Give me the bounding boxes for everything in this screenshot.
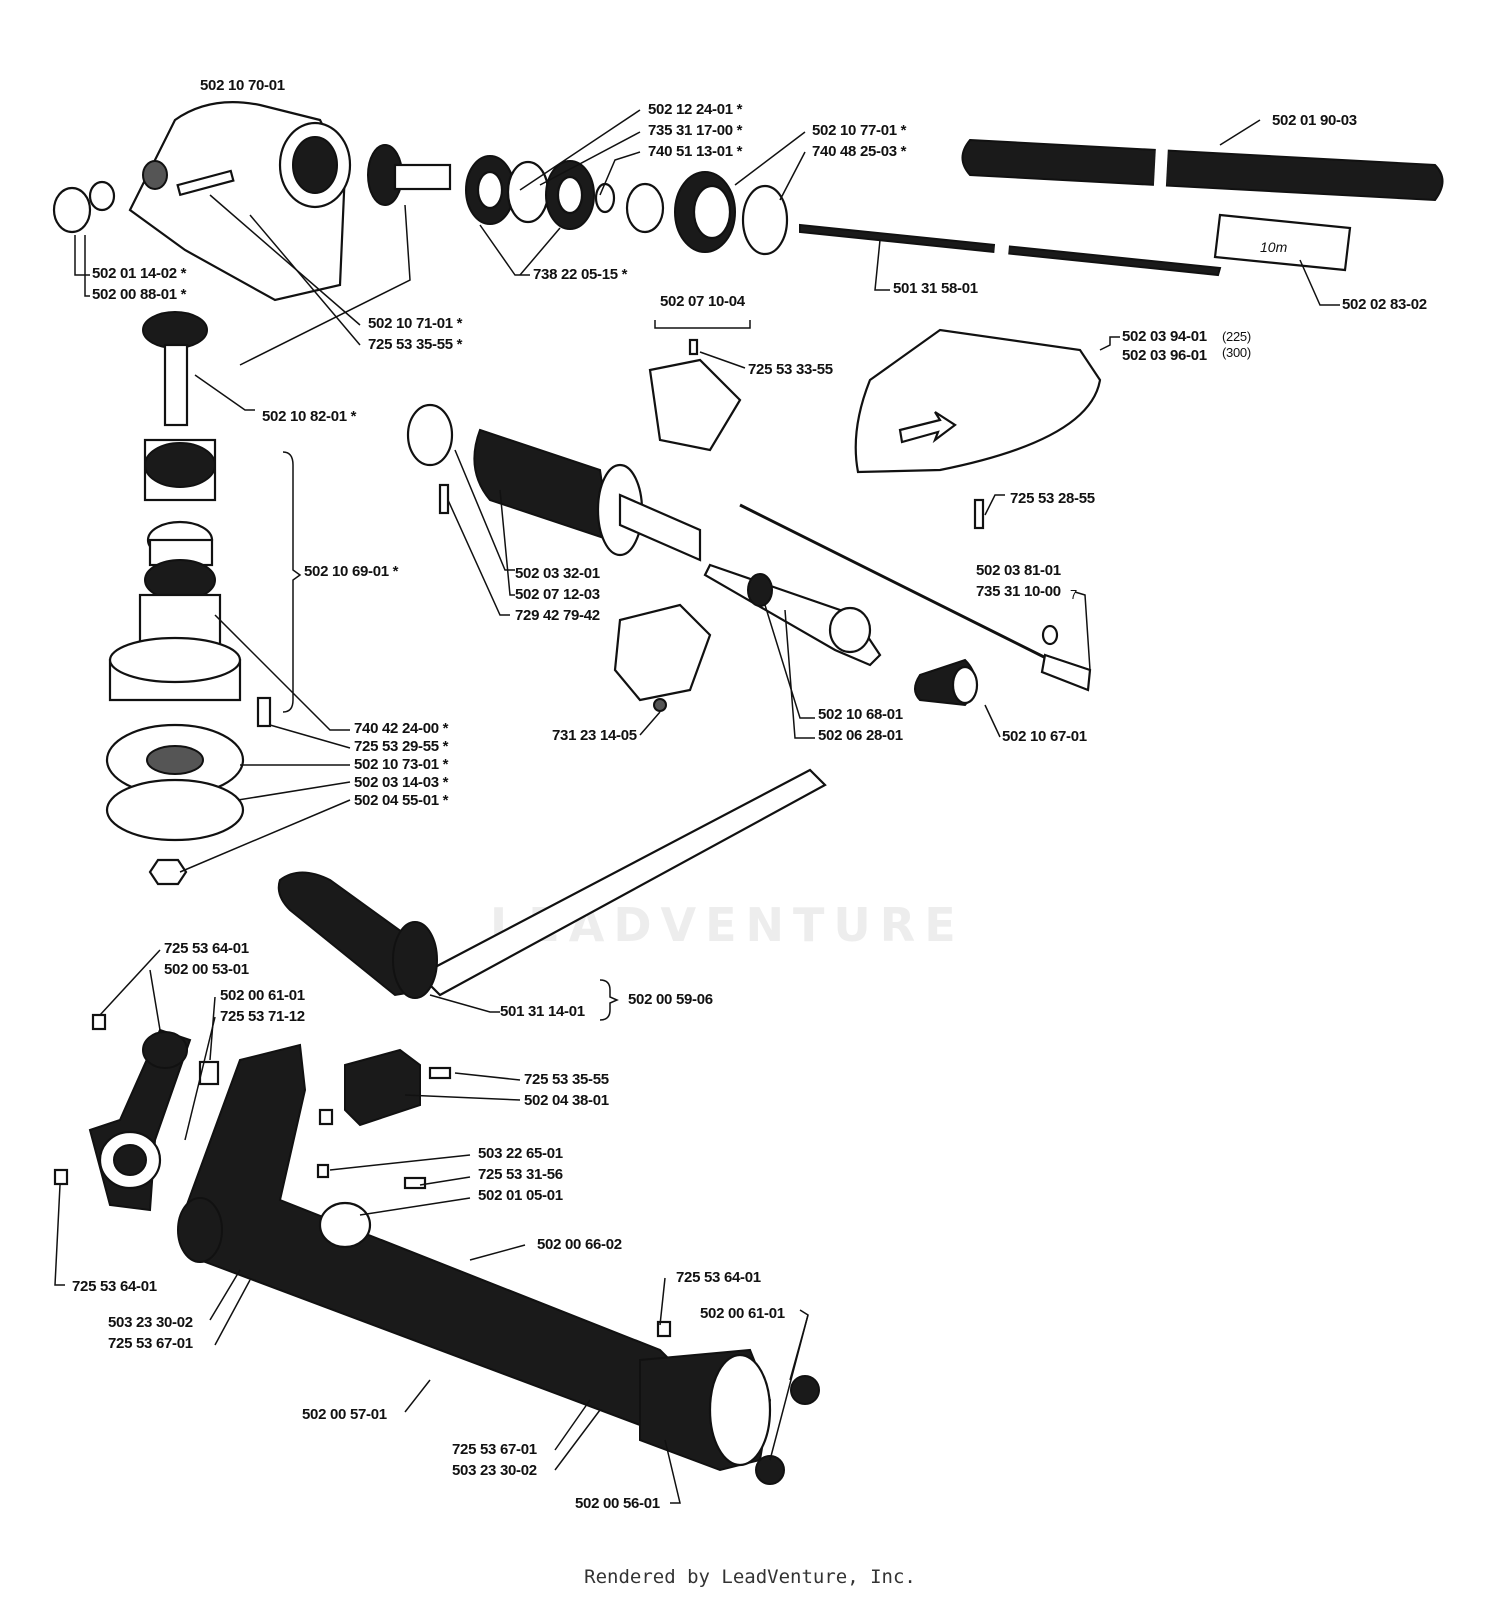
- label-502-06-28-01: 502 06 28-01: [818, 727, 903, 744]
- label-502-07-10-04: 502 07 10-04: [660, 293, 745, 310]
- leader-lines-top: [74, 109, 1340, 366]
- wire-rod: [739, 503, 1092, 692]
- label-725-53-64-01-a: 725 53 64-01: [164, 940, 249, 957]
- label-501-31-14-01: 501 31 14-01: [500, 1003, 585, 1020]
- leader-lines-left: [179, 374, 351, 873]
- label-725-53-31-56: 725 53 31-56: [478, 1166, 563, 1183]
- label-725-53-35-55-top: 725 53 35-55 *: [368, 336, 463, 353]
- label-502-10-70-01: 502 10 70-01: [200, 77, 285, 94]
- label-740-48-25-03: 740 48 25-03 *: [812, 143, 907, 160]
- knob-nut: [914, 658, 1001, 738]
- label-502-02-83-02: 502 02 83-02: [1342, 296, 1427, 313]
- label-502-00-61-01-a: 502 00 61-01: [220, 987, 305, 1004]
- label-502-01-14-02: 502 01 14-02 *: [92, 265, 187, 282]
- flex-shaft-adapter: [703, 563, 882, 667]
- cap-and-washer: [52, 180, 116, 234]
- label-502-10-67-01: 502 10 67-01: [1002, 728, 1087, 745]
- label-503-23-30-02-b: 503 23 30-02: [452, 1462, 537, 1479]
- label-502-10-68-01: 502 10 68-01: [818, 706, 903, 723]
- main-tube: [177, 1043, 820, 1485]
- grip-handle: [406, 403, 702, 562]
- clamp-washer-set: [105, 696, 272, 886]
- label-502-12-24-01: 502 12 24-01 *: [648, 101, 743, 118]
- label-502-03-96-01: 502 03 96-01: [1122, 347, 1207, 364]
- label-502-00-56-01: 502 00 56-01: [575, 1495, 660, 1512]
- label-725-53-29-55: 725 53 29-55 *: [354, 738, 449, 755]
- label-740-42-24-00: 740 42 24-00 *: [354, 720, 449, 737]
- label-502-10-77-01: 502 10 77-01 *: [812, 122, 907, 139]
- bearing-stack: [108, 438, 242, 702]
- footer-credit: Rendered by LeadVenture, Inc.: [584, 1566, 916, 1588]
- clamp-arm: [53, 1013, 220, 1212]
- label-502-03-94-01: 502 03 94-01: [1122, 328, 1207, 345]
- shaft-tube: [961, 138, 1444, 202]
- label-502-00-66-02: 502 00 66-02: [537, 1236, 622, 1253]
- label-502-03-14-03: 502 03 14-03 *: [354, 774, 449, 791]
- label-740-51-13-01: 740 51 13-01 *: [648, 143, 743, 160]
- label-502-04-55-01: 502 04 55-01 *: [354, 792, 449, 809]
- label-725-53-28-55: 725 53 28-55: [1010, 490, 1095, 507]
- label-502-01-05-01: 502 01 05-01: [478, 1187, 563, 1204]
- label-725-53-64-01-c: 725 53 64-01: [676, 1269, 761, 1286]
- shaft-decal: 10m: [1213, 213, 1352, 272]
- leader-lines-grip: [447, 449, 515, 616]
- label-502-03-81-01: 502 03 81-01: [976, 562, 1061, 579]
- label-note-7: 7: [1070, 587, 1077, 602]
- label-725-53-67-01-a: 725 53 67-01: [108, 1335, 193, 1352]
- bevel-gear: [142, 311, 208, 427]
- gear-housing: [128, 101, 352, 302]
- label-502-00-61-01-b: 502 00 61-01: [700, 1305, 785, 1322]
- leader-lines-adapter: [764, 604, 815, 739]
- label-725-53-64-01-b: 725 53 64-01: [72, 1278, 157, 1295]
- label-738-22-05-15: 738 22 05-15 *: [533, 266, 628, 283]
- label-725-53-71-12: 725 53 71-12: [220, 1008, 305, 1025]
- label-725-53-67-01-b: 725 53 67-01: [452, 1441, 537, 1458]
- label-725-53-33-55: 725 53 33-55: [748, 361, 833, 378]
- label-502-04-38-01: 502 04 38-01: [524, 1092, 609, 1109]
- shaft-marking: 10m: [1260, 239, 1288, 255]
- label-735-31-17-00: 735 31 17-00 *: [648, 122, 743, 139]
- label-300-variant: (300): [1222, 345, 1251, 360]
- label-502-00-59-06: 502 00 59-06: [628, 991, 713, 1008]
- label-502-03-32-01: 502 03 32-01: [515, 565, 600, 582]
- bracket-502-07-10-04: [648, 320, 751, 452]
- guard: [854, 328, 1120, 530]
- label-502-10-82-01: 502 10 82-01 *: [262, 408, 357, 425]
- leader-lines-lower: [54, 949, 809, 1504]
- label-503-23-30-02-a: 503 23 30-02: [108, 1314, 193, 1331]
- label-501-31-58-01: 501 31 58-01: [893, 280, 978, 297]
- label-735-31-10-00: 735 31 10-00: [976, 583, 1061, 600]
- label-502-10-71-01: 502 10 71-01 *: [368, 315, 463, 332]
- label-502-07-12-03: 502 07 12-03: [515, 586, 600, 603]
- lower-bracket: [613, 603, 712, 736]
- label-503-22-65-01: 503 22 65-01: [478, 1145, 563, 1162]
- bearing-set: [465, 155, 789, 256]
- label-725-53-35-55-b: 725 53 35-55: [524, 1071, 609, 1088]
- label-225-variant: (225): [1222, 329, 1251, 344]
- label-502-10-69-01: 502 10 69-01 *: [304, 563, 399, 580]
- clamp-block: [344, 1048, 521, 1127]
- pinion-gear: [367, 144, 452, 206]
- label-729-42-79-42: 729 42 79-42: [515, 607, 600, 624]
- handle-bar: [277, 768, 827, 1021]
- label-502-10-73-01: 502 10 73-01 *: [354, 756, 449, 773]
- label-502-00-57-01: 502 00 57-01: [302, 1406, 387, 1423]
- label-731-23-14-05: 731 23 14-05: [552, 727, 637, 744]
- drive-shaft: [799, 223, 1222, 277]
- label-502-00-88-01: 502 00 88-01 *: [92, 286, 187, 303]
- label-502-00-53-01: 502 00 53-01: [164, 961, 249, 978]
- label-502-01-90-03: 502 01 90-03: [1272, 112, 1357, 129]
